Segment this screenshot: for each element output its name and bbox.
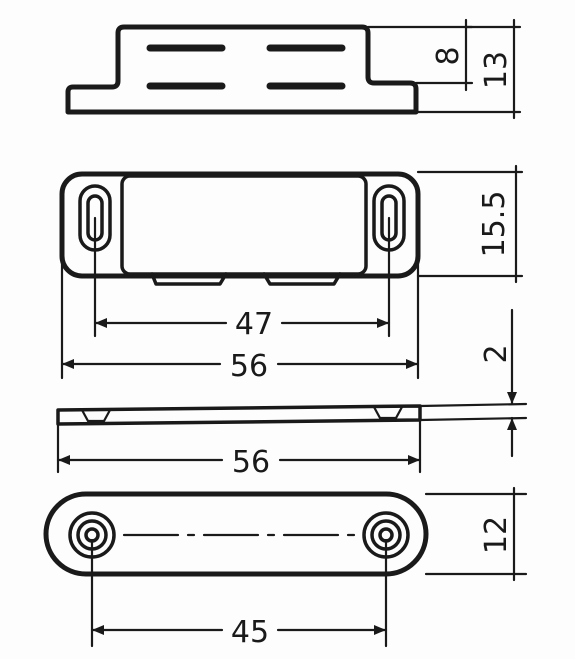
dim-label-13: 13 bbox=[479, 51, 514, 89]
dim-2-arrow-top bbox=[507, 392, 517, 404]
dim-56a-arrow-left bbox=[62, 359, 74, 369]
profile-outline bbox=[65, 24, 419, 115]
dim-47-arrow-right bbox=[377, 318, 389, 328]
plate-side-view: 2 56 bbox=[56, 308, 528, 480]
front-bottom-tab-left bbox=[150, 272, 228, 286]
dim-2-top-ext bbox=[418, 402, 528, 408]
dim-45-arrow-left bbox=[92, 625, 104, 635]
dim-56b-arrow-right bbox=[408, 455, 420, 465]
dim-label-56-front: 56 bbox=[230, 349, 268, 384]
plate-side-countersink-right bbox=[372, 405, 404, 420]
dim-47-arrow-left bbox=[95, 318, 107, 328]
plate-side-outline bbox=[56, 404, 422, 426]
dim-label-47: 47 bbox=[235, 307, 273, 342]
plate-side-countersink-left bbox=[80, 408, 112, 423]
front-bottom-tab-right bbox=[262, 272, 342, 286]
dim-label-15-5: 15.5 bbox=[477, 191, 512, 258]
dim-56a-arrow-right bbox=[406, 359, 418, 369]
front-inner-block bbox=[120, 174, 368, 276]
dim-45-arrow-right bbox=[374, 625, 386, 635]
top-profile-view: 8 13 bbox=[65, 18, 522, 120]
dim-label-12: 12 bbox=[479, 516, 514, 554]
plate-top-outline bbox=[43, 491, 429, 577]
dim-label-8: 8 bbox=[431, 46, 466, 65]
dim-2-arrow-bottom bbox=[507, 418, 517, 430]
dim-label-2: 2 bbox=[479, 344, 514, 363]
dim-2-bottom-ext bbox=[418, 416, 528, 422]
front-view: 15.5 47 56 bbox=[59, 164, 524, 384]
front-outer-body bbox=[59, 171, 421, 279]
dim-label-56-side: 56 bbox=[232, 445, 270, 480]
dim-label-45: 45 bbox=[231, 615, 269, 650]
plate-top-view: 12 45 bbox=[43, 486, 528, 650]
dim-56b-arrow-left bbox=[58, 455, 70, 465]
